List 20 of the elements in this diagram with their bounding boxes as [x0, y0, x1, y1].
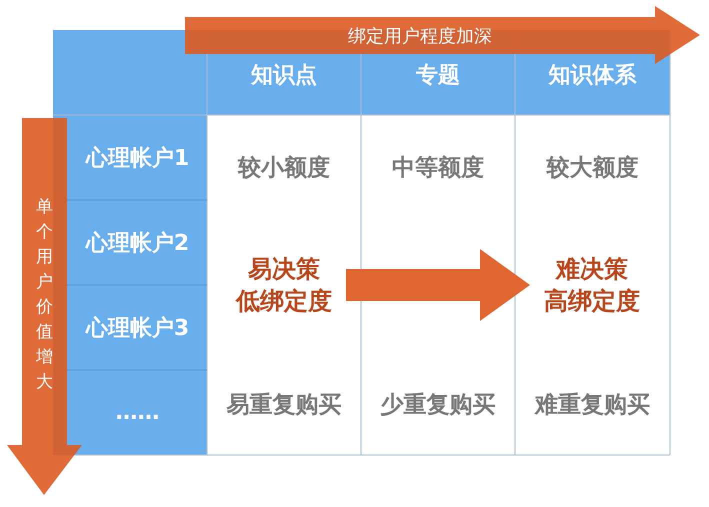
table-cell-text: 难重复购买 — [535, 391, 650, 420]
row-header: …… — [116, 400, 160, 425]
column-header: 知识点 — [251, 62, 317, 90]
node-text: 高绑定度 — [544, 286, 640, 317]
table-cell-text: 较小额度 — [238, 154, 330, 183]
column-header: 专题 — [416, 62, 460, 90]
table-cell-text: 易重复购买 — [226, 391, 342, 420]
arrow-label: 绑定用户程度加深 — [348, 24, 492, 48]
table-cell-text: 中等额度 — [392, 154, 484, 183]
table-cell-text: 少重复购买 — [380, 391, 496, 420]
row-header: 心理帐户1 — [86, 144, 190, 172]
node-text: 低绑定度 — [236, 286, 332, 317]
column-header: 知识体系 — [548, 62, 636, 90]
arrow — [346, 249, 530, 321]
node-text: 易决策 — [248, 254, 320, 285]
row-header: 心理帐户2 — [86, 230, 190, 258]
table-cell-text: 较大额度 — [546, 154, 638, 183]
row-header: 心理帐户3 — [86, 314, 190, 342]
arrow-label: 单个用户价值增大 — [36, 196, 54, 394]
node-text: 难决策 — [556, 254, 628, 285]
